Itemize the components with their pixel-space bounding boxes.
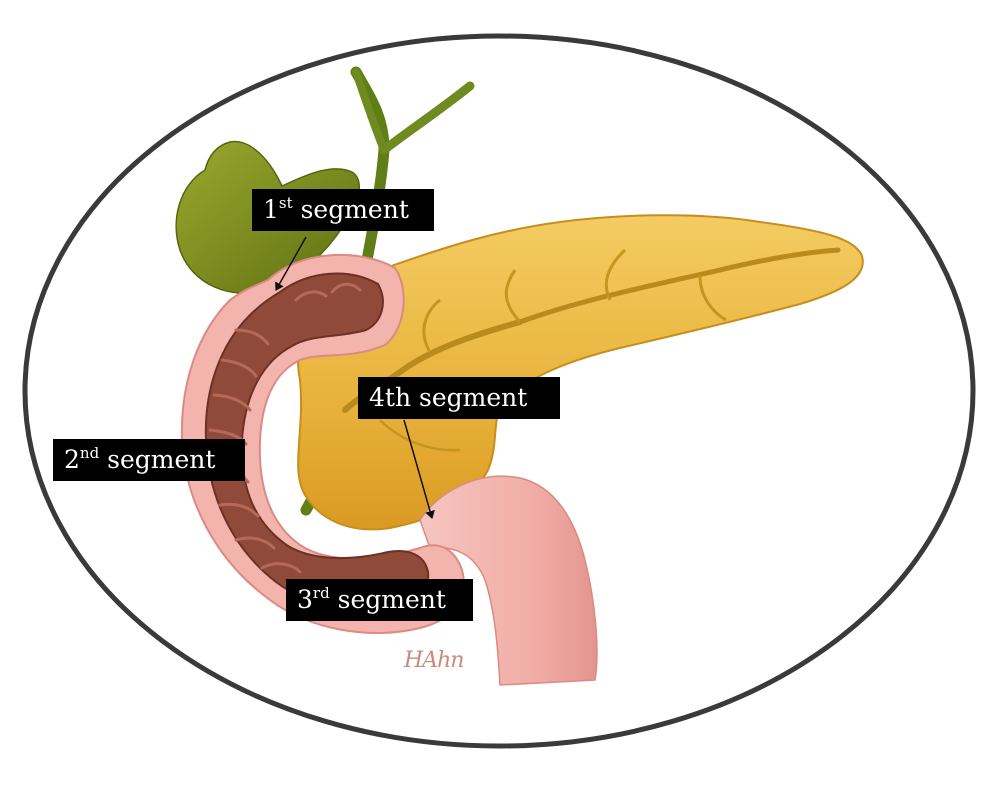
label-ordinal: nd xyxy=(79,444,100,462)
label-3rd-segment: 3rd segment xyxy=(286,579,473,621)
label-ordinal: rd xyxy=(312,584,330,602)
jejunum xyxy=(419,475,598,686)
artist-signature: HAhn xyxy=(404,648,464,673)
label-word: segment xyxy=(107,445,216,474)
label-number: 2 xyxy=(64,445,80,474)
arrow-icon xyxy=(275,236,307,291)
label-word: segment xyxy=(337,585,446,614)
arrow-icon xyxy=(403,419,435,519)
label-ordinal: st xyxy=(278,194,293,212)
label-4th-segment: 4th segment xyxy=(358,377,560,419)
label-word: segment xyxy=(300,195,409,224)
label-number: 3 xyxy=(297,585,313,614)
label-number: 1 xyxy=(263,195,279,224)
label-1st-segment: 1st segment xyxy=(252,189,434,231)
label-text: 4th segment xyxy=(369,383,528,412)
label-2nd-segment: 2nd segment xyxy=(53,439,245,481)
